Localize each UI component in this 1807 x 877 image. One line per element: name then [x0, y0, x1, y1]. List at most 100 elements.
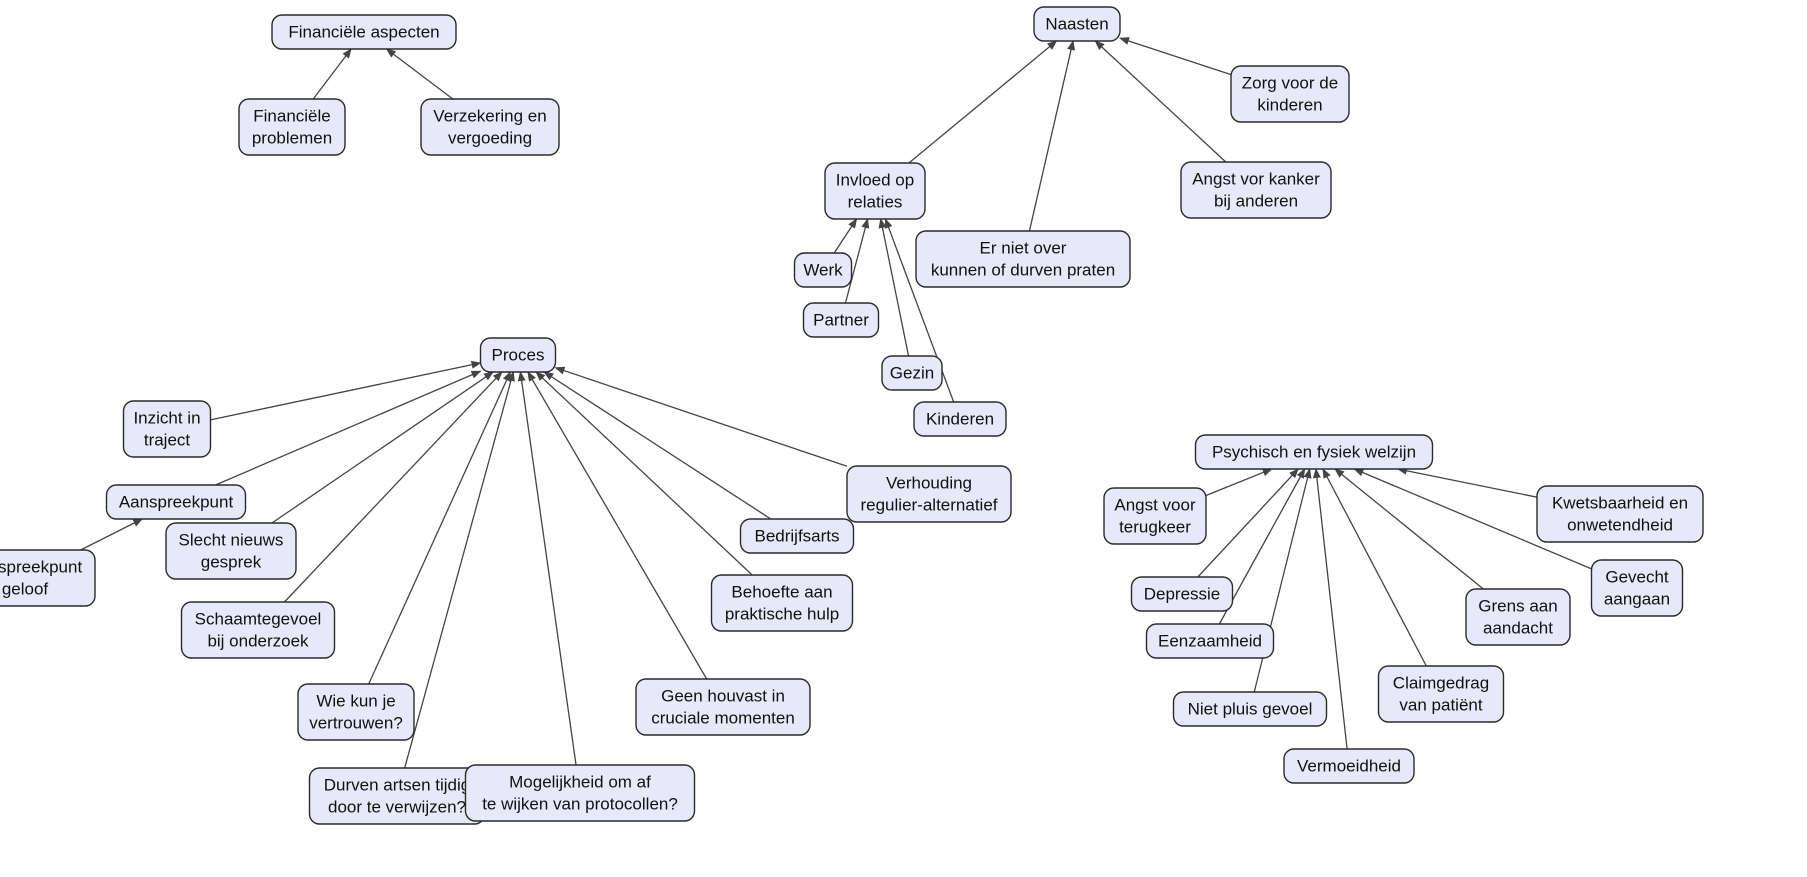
node-label: Psychisch en fysiek welzijn	[1212, 443, 1416, 462]
edge-gevecht-to-psychisch	[1353, 468, 1592, 570]
node-naasten[interactable]: Naasten	[1033, 6, 1121, 42]
node-label: Kinderen	[926, 410, 994, 429]
node-label: kunnen of durven praten	[931, 261, 1115, 280]
node-slecht-nieuws[interactable]: Slecht nieuws gesprek	[165, 522, 297, 580]
node-label: Niet pluis gevoel	[1188, 700, 1313, 719]
node-label: Proces	[492, 346, 545, 365]
node-partner[interactable]: Partner	[802, 302, 880, 338]
node-label: Naasten	[1045, 15, 1108, 34]
node-label: cruciale momenten	[651, 709, 795, 728]
node-verhouding[interactable]: Verhouding regulier-alternatief	[846, 465, 1012, 523]
node-box	[1180, 161, 1332, 219]
node-box	[1172, 691, 1328, 727]
node-depressie[interactable]: Depressie	[1130, 576, 1234, 612]
edge-aanspreekpunt-to-proces	[215, 370, 482, 486]
node-box	[420, 98, 560, 156]
node-label: Slecht nieuws	[179, 531, 284, 550]
node-label: Angst voor	[1114, 496, 1196, 515]
node-angst-terugkeer[interactable]: Angst voor terugkeer	[1103, 487, 1207, 545]
node-label: Kwetsbaarheid en	[1552, 494, 1688, 513]
node-financiele-aspecten[interactable]: Financiële aspecten	[271, 14, 457, 50]
node-label: Durven artsen tijdig	[324, 776, 470, 795]
edge-verhouding-to-proces	[554, 366, 848, 467]
node-box	[0, 549, 96, 607]
node-psychisch[interactable]: Psychisch en fysiek welzijn	[1194, 434, 1434, 470]
node-bedrijfsarts[interactable]: Bedrijfsarts	[739, 518, 855, 554]
node-label: Verhouding	[886, 474, 972, 493]
node-box	[479, 337, 557, 373]
edge-werk-to-invloed_relaties	[833, 218, 858, 254]
node-label: terugkeer	[1119, 518, 1191, 537]
edge-depressie-to-psychisch	[1197, 468, 1299, 578]
node-label: Grens aan	[1478, 597, 1557, 616]
edge-geen_houvast-to-proces	[527, 371, 708, 680]
node-eenzaamheid[interactable]: Eenzaamheid	[1145, 623, 1275, 659]
node-label: bij anderen	[1214, 192, 1298, 211]
edge-kwetsbaarheid-to-psychisch	[1396, 466, 1538, 498]
edge-verzekering-to-financiele_aspecten	[385, 48, 454, 100]
node-label: Wie kun je	[316, 692, 395, 711]
node-kinderen[interactable]: Kinderen	[913, 401, 1007, 437]
edge-partner-to-invloed_relaties	[844, 218, 870, 304]
edge-aanspreekpunt_geloof-to-aanspreekpunt	[80, 518, 144, 551]
node-label: gesprek	[201, 553, 262, 572]
edge-gezin-to-invloed_relaties	[878, 218, 910, 357]
node-label: aandacht	[1483, 619, 1553, 638]
node-label: regulier-alternatief	[860, 496, 997, 515]
node-label: Aanspreekpunt	[119, 493, 234, 512]
edge-slecht_nieuws-to-proces	[271, 371, 494, 524]
edge-invloed_relaties-to-naasten	[908, 40, 1058, 164]
node-box	[1465, 588, 1571, 646]
node-schaamtegevoel[interactable]: Schaamtegevoel bij onderzoek	[180, 601, 336, 659]
node-label: geloof	[2, 580, 49, 599]
node-box	[1230, 65, 1350, 123]
node-box	[464, 764, 696, 822]
node-box	[297, 683, 415, 741]
node-vermoeidheid[interactable]: Vermoeidheid	[1283, 748, 1415, 784]
node-box	[105, 484, 247, 520]
node-box	[710, 574, 854, 632]
node-label: van patiënt	[1399, 696, 1482, 715]
node-box	[271, 14, 457, 50]
node-geen-houvast[interactable]: Geen houvast in cruciale momenten	[635, 678, 811, 736]
node-grens[interactable]: Grens aan aandacht	[1465, 588, 1571, 646]
node-aanspreekpunt-geloof[interactable]: Aanspreekpuntgeloof	[0, 549, 96, 607]
node-label: Financiële	[253, 107, 331, 126]
node-proces[interactable]: Proces	[479, 337, 557, 373]
node-label: Werk	[803, 261, 843, 280]
node-label: Vermoeidheid	[1297, 757, 1401, 776]
node-niet-pluis[interactable]: Niet pluis gevoel	[1172, 691, 1328, 727]
node-label: Eenzaamheid	[1158, 632, 1262, 651]
edge-eenzaamheid-to-psychisch	[1218, 468, 1306, 625]
node-label: Schaamtegevoel	[195, 610, 322, 629]
node-label: Zorg voor de	[1242, 74, 1338, 93]
node-gezin[interactable]: Gezin	[881, 355, 943, 391]
node-box	[238, 98, 346, 156]
node-werk[interactable]: Werk	[793, 252, 853, 288]
edge-grens-to-psychisch	[1334, 468, 1484, 590]
node-label: bij onderzoek	[207, 632, 309, 651]
node-box	[1145, 623, 1275, 659]
node-label: Geen houvast in	[661, 687, 785, 706]
node-box	[1130, 576, 1234, 612]
node-box	[635, 678, 811, 736]
node-label: Partner	[813, 311, 869, 330]
node-aanspreekpunt[interactable]: Aanspreekpunt	[105, 484, 247, 520]
node-box	[1033, 6, 1121, 42]
node-label: Depressie	[1144, 585, 1221, 604]
